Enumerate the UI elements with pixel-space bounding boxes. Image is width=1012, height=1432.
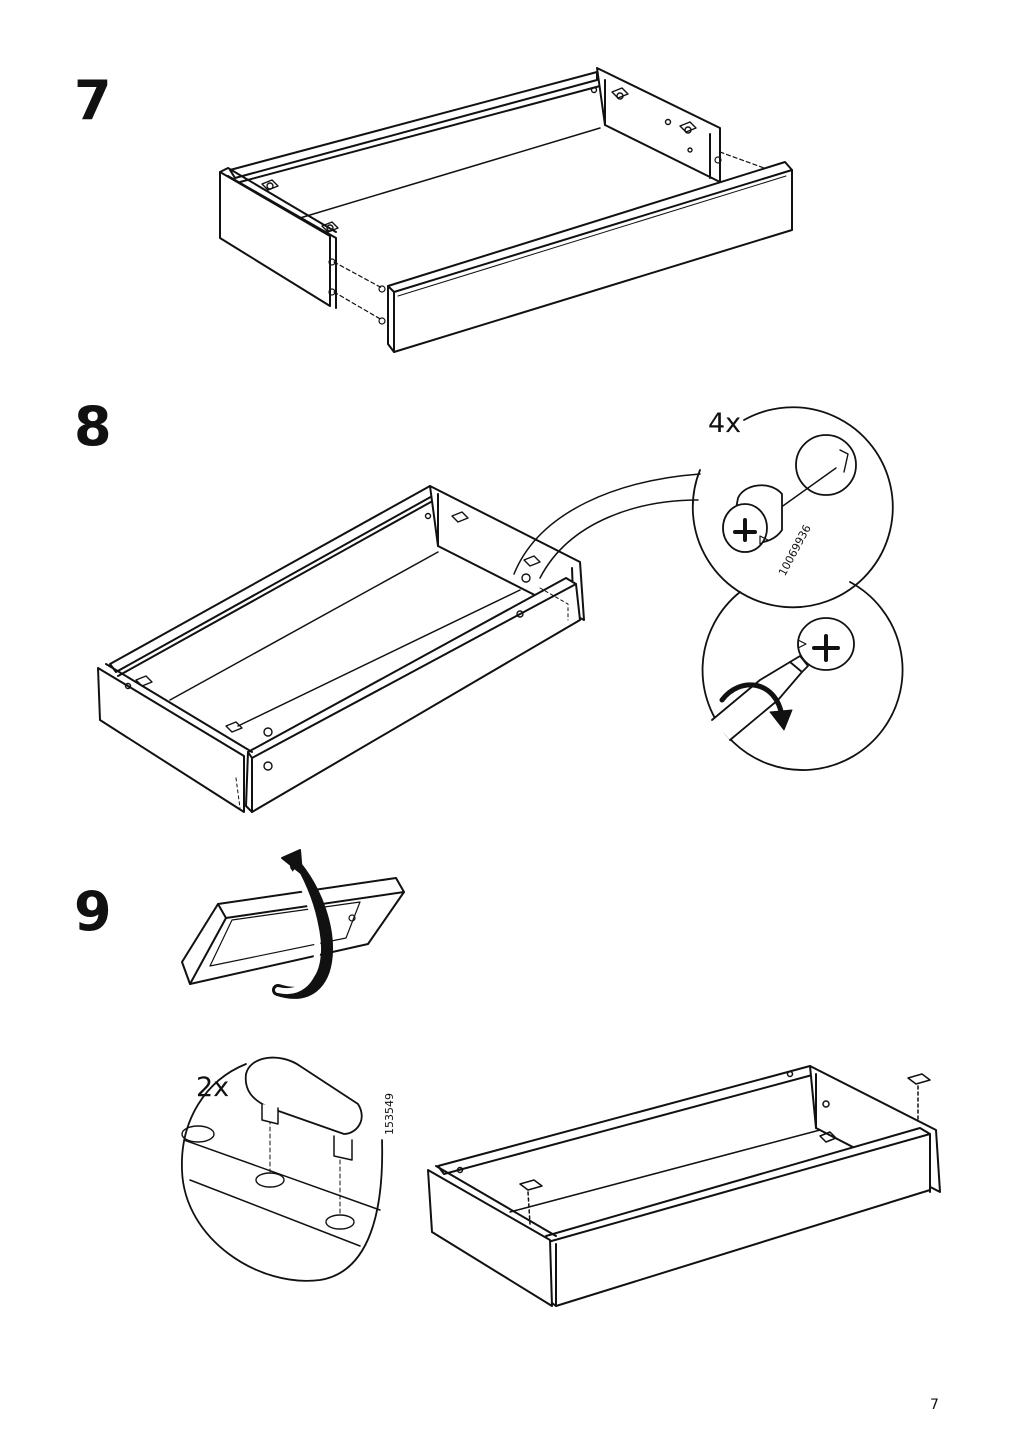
step-9-detail-circle — [182, 1058, 382, 1281]
step-9-number: 9 — [74, 880, 112, 943]
page-number: 7 — [930, 1397, 939, 1413]
step-9-flip-illustration — [182, 850, 404, 993]
step-8-number: 8 — [74, 395, 112, 458]
step-7-number: 7 — [74, 69, 112, 132]
step-7-illustration — [220, 68, 792, 352]
step-8-illustration — [98, 474, 700, 812]
step-9-frame-illustration — [428, 1066, 940, 1306]
step-8-quantity: 4x — [708, 408, 742, 439]
step-8-detail-circle-bottom — [703, 582, 903, 770]
step-8-detail-circle-top — [693, 407, 893, 607]
